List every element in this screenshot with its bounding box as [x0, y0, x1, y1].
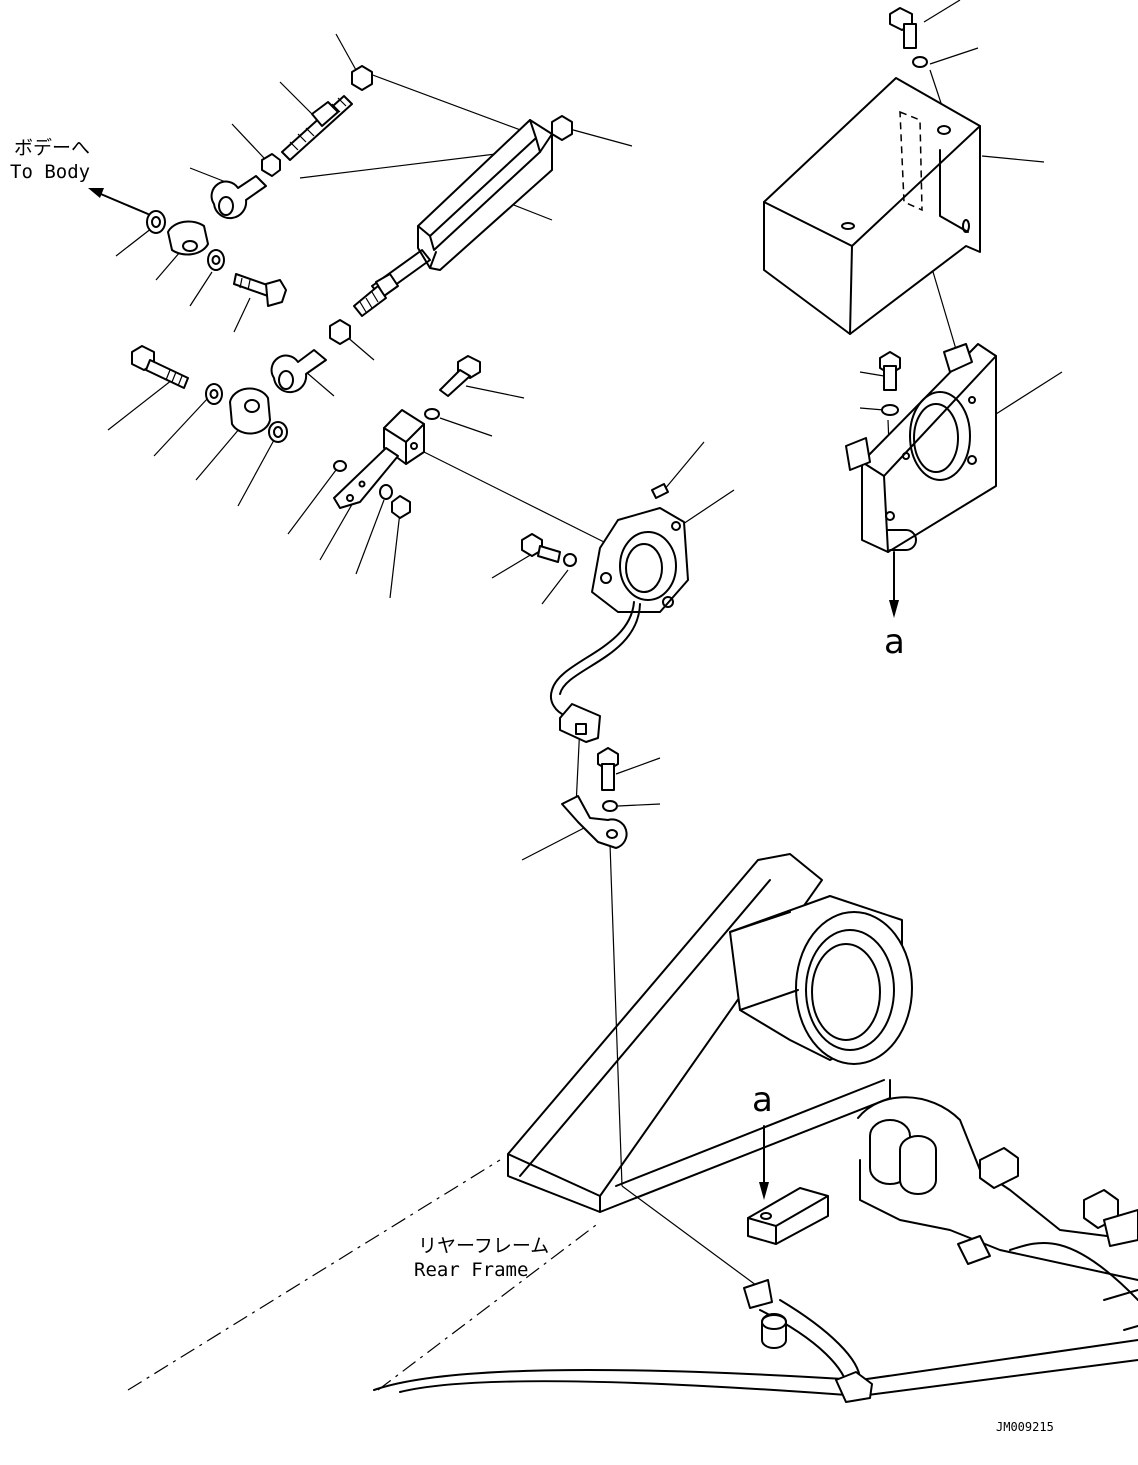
to-body-arrow: [88, 188, 149, 215]
view-ref-label-upper: a: [884, 622, 905, 662]
sensor-lever: [333, 355, 481, 519]
view-ref-label-lower: a: [752, 1080, 773, 1120]
callout-leader-lines: [107, 0, 1063, 861]
rear-frame-label-jp: リヤーフレーム: [418, 1235, 550, 1257]
rear-frame-label-en: Rear Frame: [414, 1259, 529, 1281]
rotary-sensor: [521, 483, 689, 743]
rod-end-assembly-upper: [146, 65, 373, 307]
to-body-label-jp: ボデーへ: [14, 137, 91, 159]
harness-clamp: [561, 747, 628, 849]
link-rod: [329, 115, 573, 345]
rear-frame: [127, 853, 1138, 1403]
to-body-label-en: To Body: [10, 161, 91, 183]
sensor-mounting-bracket: [845, 343, 997, 553]
view-arrow-upper: [889, 551, 899, 618]
rod-end-assembly-lower: [131, 345, 327, 443]
drawing-code: JM009215: [996, 1420, 1054, 1434]
sensor-cover: [763, 7, 981, 335]
